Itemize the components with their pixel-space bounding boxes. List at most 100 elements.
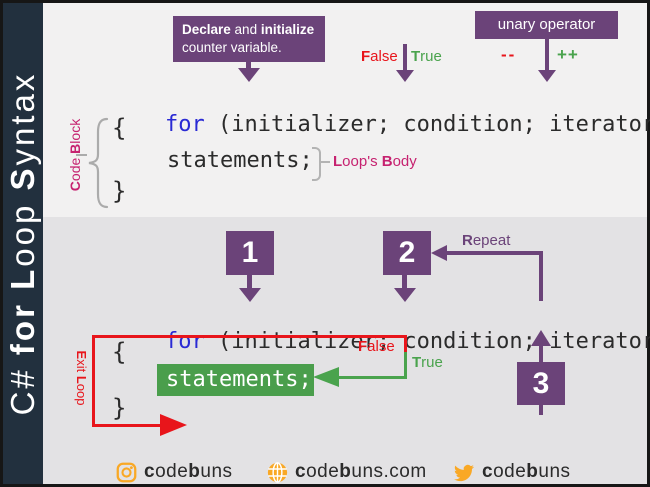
instagram-handle: codebuns — [144, 461, 233, 483]
globe-icon — [267, 462, 288, 483]
false-label-bottom: False — [358, 338, 395, 355]
iterator-arrow-shaft — [545, 39, 549, 70]
loops-body-l: L — [333, 153, 343, 170]
exit-xit: xit — [74, 359, 89, 376]
declare-callout: Declare and initialize counter variable. — [173, 16, 325, 62]
ig-c: c — [144, 461, 156, 482]
condition-arrow-shaft — [403, 44, 407, 70]
declare-callout-line2: counter variable. — [182, 39, 282, 55]
for-statement-top: for (initializer; condition; iterator) — [112, 87, 650, 162]
exit-l: L — [74, 375, 89, 384]
repeat-epeat: epeat — [472, 232, 511, 249]
page-title-for: for — [4, 302, 41, 356]
twitter-icon — [454, 464, 474, 482]
step-1-arrow-shaft — [247, 275, 252, 288]
page-title-loop-initial: L — [4, 266, 41, 290]
loops-body-dash — [321, 161, 330, 163]
exit-e: E — [74, 350, 89, 360]
tw-b: b — [526, 461, 539, 482]
close-brace-top: } — [112, 177, 127, 205]
step-2-number: 2 — [398, 236, 416, 269]
ig-uns: uns — [200, 461, 233, 482]
open-brace-top: { — [112, 114, 127, 142]
true-label-top: True — [411, 48, 442, 65]
statements-line-bottom: statements; — [166, 367, 312, 392]
web-uns: uns.com — [351, 461, 427, 482]
exit-oop: oop — [74, 383, 89, 406]
step-3-box: 3 — [517, 362, 565, 405]
page-title: C# for Loop Syntax — [3, 3, 43, 484]
repeat-line-horizontal — [446, 251, 543, 255]
code-block-c: C — [67, 181, 83, 192]
web-c: c — [295, 461, 307, 482]
repeat-line-vertical — [539, 251, 543, 301]
step-3-number: 3 — [532, 366, 550, 400]
tw-c: c — [482, 461, 494, 482]
code-block-ode: ode — [67, 153, 83, 182]
repeat-arrow-head — [431, 245, 447, 261]
exit-path-horizontal — [92, 424, 162, 427]
false-rest-bottom: alse — [367, 338, 395, 355]
step-3-stub — [539, 405, 543, 415]
iterator-arrow-head — [538, 70, 556, 82]
declare-arrow-shaft — [246, 56, 251, 69]
true-branch-arrow-head — [313, 367, 339, 387]
page-title-syntax-initial: S — [4, 165, 41, 191]
declare-arrow-head — [238, 68, 260, 82]
step-1-box: 1 — [226, 231, 274, 275]
declare-callout-connector: and — [230, 22, 261, 37]
step-1-number: 1 — [241, 236, 259, 269]
open-brace-bottom: { — [112, 338, 127, 366]
exit-loop-label: Exit Loop — [73, 338, 89, 418]
true-branch-vertical — [404, 352, 407, 379]
loops-body-oops: oop's — [342, 153, 382, 170]
ig-ode: ode — [155, 461, 189, 482]
code-block-lock: lock — [67, 118, 83, 144]
false-initial-bottom: F — [358, 338, 368, 355]
bottom-panel — [43, 217, 647, 484]
step-3-arrow-head — [531, 330, 551, 346]
unary-operator-label: unary operator — [497, 16, 596, 33]
sidebar — [3, 3, 43, 484]
step-1-arrow-head — [239, 288, 261, 302]
statements-line-top: statements; — [167, 148, 313, 173]
for-keyword: for — [164, 112, 205, 137]
true-rest-bottom: rue — [421, 354, 443, 371]
repeat-r: R — [462, 232, 473, 249]
page-title-loop-rest: oop — [4, 190, 41, 267]
instagram-icon — [116, 462, 137, 483]
web-ode: ode — [306, 461, 340, 482]
loops-body-ody: ody — [392, 153, 417, 170]
step-2-arrow-shaft — [402, 275, 407, 288]
code-block-brace — [88, 117, 109, 209]
true-label-bottom: True — [412, 354, 443, 371]
page-title-syntax-rest: yntax — [4, 71, 41, 166]
false-branch-line-top — [92, 335, 407, 338]
page-title-space — [4, 290, 41, 302]
for-signature: (initializer; condition; iterator) — [204, 112, 650, 137]
declare-callout-bold1: Declare — [182, 22, 231, 37]
code-block-b: B — [67, 143, 83, 154]
false-branch-corner — [404, 335, 407, 353]
loops-body-b: B — [381, 153, 393, 170]
loops-body-label: Loop's Body — [333, 153, 417, 170]
twitter-handle: codebuns — [482, 461, 571, 483]
tw-ode: ode — [493, 461, 527, 482]
website-url: codebuns.com — [295, 461, 427, 483]
tw-uns: uns — [538, 461, 571, 482]
false-rest: alse — [370, 48, 398, 65]
step-2-box: 2 — [383, 231, 431, 275]
for-keyword-bottom: for — [164, 329, 205, 354]
for-signature-bottom: (initializer; condition; iterator) — [204, 329, 650, 354]
for-statement-bottom: for (initializer; condition; iterator) — [112, 304, 650, 379]
exit-arrow-head — [160, 414, 187, 436]
code-block-dash — [76, 154, 87, 156]
unary-operator-callout: unary operator — [475, 11, 618, 39]
true-rest: rue — [420, 48, 442, 65]
ig-b: b — [188, 461, 201, 482]
increment-label: ++ — [557, 45, 579, 64]
statements-highlight-box: statements; — [157, 364, 314, 396]
page-title-prefix: C# — [4, 355, 41, 416]
step-3-arrow-shaft — [539, 345, 543, 363]
